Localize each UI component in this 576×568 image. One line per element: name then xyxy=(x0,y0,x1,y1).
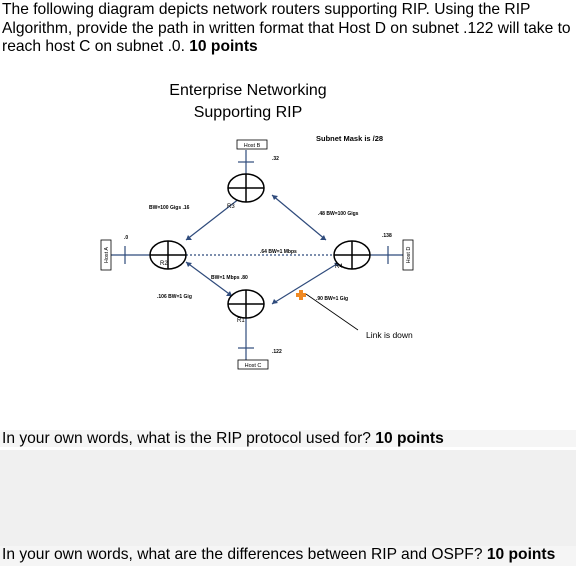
network-diagram-svg: Enterprise Networking Supporting RIP Sub… xyxy=(100,82,414,370)
label-b-subnet: .32 xyxy=(272,156,279,162)
question-2-band xyxy=(0,430,576,447)
question-3: In your own words, what are the differen… xyxy=(2,546,574,564)
link-r3-r2 xyxy=(185,194,245,241)
diagram-title-line1: Enterprise Networking xyxy=(169,82,326,99)
label-r2-r4: .64 BW=1 Mbps xyxy=(260,249,297,255)
question-1-points: 10 points xyxy=(189,38,258,56)
question-3-points: 10 points xyxy=(486,546,556,563)
host-a: Host A xyxy=(100,239,112,271)
router-r1 xyxy=(227,289,265,319)
diagram-title-line2: Supporting RIP xyxy=(194,104,303,121)
arrow-r2-bottom xyxy=(186,262,192,267)
arrow-r4-top xyxy=(320,235,326,240)
router-r3-label: R3 xyxy=(227,204,235,210)
router-r4-label: R4 xyxy=(335,264,343,270)
arrow-r1-right xyxy=(272,299,278,304)
label-r2-r1: .106 BW=1 Gig xyxy=(157,294,192,300)
label-c-subnet: .122 xyxy=(272,349,282,355)
link-r3-r4 xyxy=(271,194,327,241)
label-r2-r1-bw: BW=1 Mbps .80 xyxy=(211,275,248,281)
host-b-label: Host B xyxy=(244,143,261,149)
routers xyxy=(149,173,371,319)
link-r2-r1 xyxy=(185,261,233,297)
link-down-label: Link is down xyxy=(366,330,413,340)
router-r4 xyxy=(333,240,371,270)
router-r2 xyxy=(149,240,187,270)
links xyxy=(111,150,403,360)
label-d-subnet: .138 xyxy=(382,233,392,239)
question-1: The following diagram depicts network ro… xyxy=(2,1,574,57)
label-r3-r4: .48 BW=100 Gigs xyxy=(318,211,359,217)
host-d: Host D xyxy=(402,239,414,271)
question-2: In your own words, what is the RIP proto… xyxy=(2,430,574,448)
question-3-text: In your own words, what are the differen… xyxy=(2,546,487,563)
link-down-icon xyxy=(296,290,306,300)
label-r2-r3: BW=100 Gigs .16 xyxy=(149,205,190,211)
router-r2-label: R2 xyxy=(160,261,168,267)
arrow-r1-left xyxy=(226,291,232,296)
arrow-r2-top xyxy=(186,235,192,240)
answer-area xyxy=(0,450,576,546)
host-b: Host B xyxy=(236,139,268,150)
host-a-label: Host A xyxy=(104,247,110,264)
subnet-mask-label: Subnet Mask is /28 xyxy=(316,134,383,143)
router-r3 xyxy=(227,173,265,203)
host-c: Host C xyxy=(237,359,269,370)
question-2-points: 10 points xyxy=(375,430,444,447)
question-1-text: The following diagram depicts network ro… xyxy=(2,1,571,56)
network-diagram: Enterprise Networking Supporting RIP Sub… xyxy=(88,72,458,392)
question-3-band xyxy=(0,546,576,566)
host-d-label: Host D xyxy=(406,247,412,264)
arrow-r3-right xyxy=(272,195,278,200)
link-r4-r1 xyxy=(271,261,341,305)
question-2-text: In your own words, what is the RIP proto… xyxy=(2,430,376,447)
router-r1-label: R1 xyxy=(237,318,245,324)
host-c-label: Host C xyxy=(245,363,262,369)
link-down-callout-line xyxy=(305,293,359,331)
label-a-subnet: .0 xyxy=(124,235,128,241)
label-r1-r4: .90 BW=1 Gig xyxy=(316,296,348,302)
